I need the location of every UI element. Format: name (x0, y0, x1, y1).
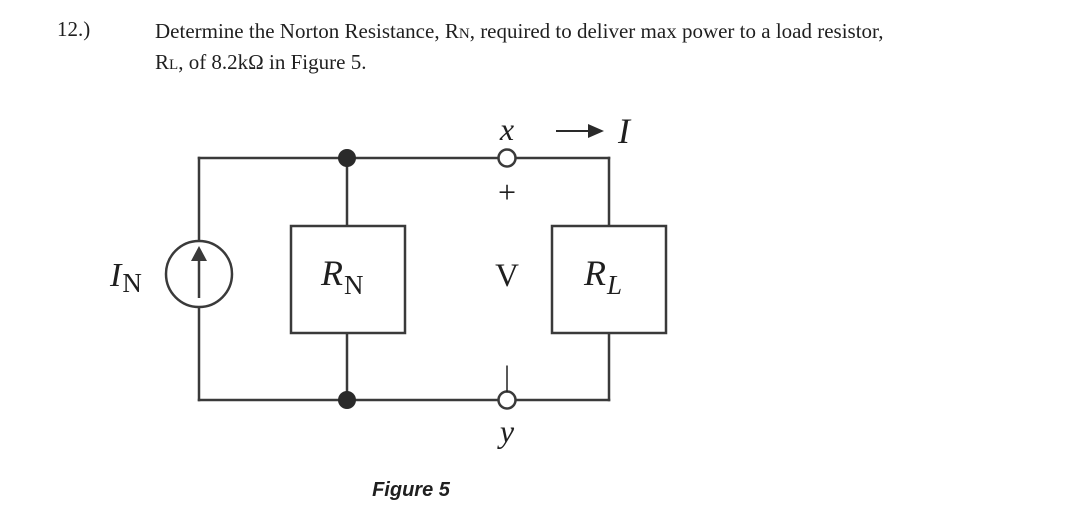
question-text-part4: , of 8.2kΩ in Figure 5. (178, 50, 367, 74)
question-subscript-l: L (169, 57, 179, 73)
junction-dot-top (338, 149, 356, 167)
plus-sign: + (498, 174, 516, 210)
question-text-part1: Determine the Norton Resistance, R (155, 19, 459, 43)
voltage-label: V (495, 258, 519, 294)
right-arrow-icon (588, 124, 604, 138)
question-text: Determine the Norton Resistance, RN, req… (155, 17, 1035, 79)
up-arrow-icon (191, 246, 207, 261)
junction-dot-bottom (338, 391, 356, 409)
question-subscript-n: N (458, 26, 470, 42)
norton-resistor-box (289, 224, 407, 335)
question-text-part3: R (155, 50, 170, 74)
source-label: IN (109, 257, 142, 298)
terminal-y-label: y (497, 413, 515, 449)
minus-sign: | (504, 360, 510, 393)
current-label: I (617, 111, 632, 151)
terminal-x-label: x (499, 111, 514, 147)
terminal-y-node (497, 390, 517, 410)
figure-caption: Figure 5 (372, 479, 451, 501)
terminal-x-node (497, 148, 517, 168)
question-text-part2: , required to deliver max power to a loa… (469, 19, 884, 43)
load-resistor-box (550, 224, 668, 335)
question-number: 12.) (57, 17, 91, 41)
load-resistor-label: RL (583, 253, 622, 300)
norton-resistor-label: RN (320, 253, 364, 300)
